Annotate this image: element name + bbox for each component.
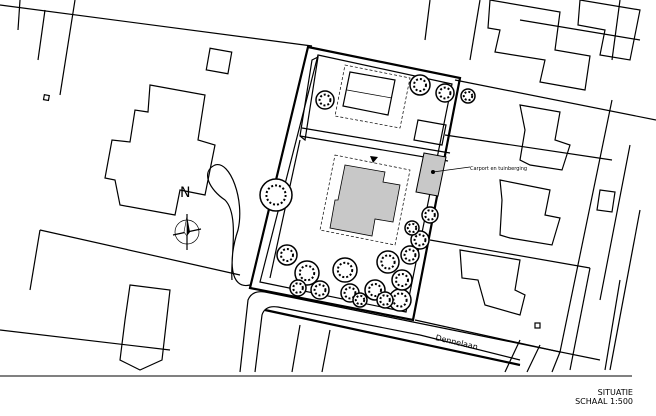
- tree-canopy: [292, 282, 304, 294]
- road-dennelaan: Dennelaan: [239, 291, 601, 373]
- tree-canopy: [354, 294, 366, 306]
- carport-annotation: Carport en tuinberging: [470, 166, 527, 172]
- tree-canopy: [462, 90, 474, 102]
- tree-canopy: [413, 78, 427, 92]
- tree-canopy: [403, 248, 417, 262]
- tree-canopy: [380, 254, 396, 270]
- tree-canopy: [318, 93, 332, 107]
- title-block: SITUATIE SCHAAL 1:500: [575, 388, 633, 406]
- tree-canopy: [368, 283, 382, 297]
- annotation-leader: [432, 166, 471, 173]
- tree-canopy: [336, 261, 354, 279]
- tree: [376, 250, 400, 274]
- main-building: [329, 164, 401, 237]
- tree-canopy: [265, 184, 287, 206]
- drawing-scale: SCHAAL 1:500: [575, 397, 633, 406]
- tree-canopy: [298, 264, 316, 282]
- tree: [409, 74, 431, 96]
- tree: [276, 244, 298, 266]
- tree-canopy: [406, 222, 418, 234]
- tree: [294, 260, 320, 286]
- north-label: N: [180, 185, 190, 201]
- tree: [259, 178, 293, 212]
- parcel-lines: [0, 0, 656, 373]
- drawing-title: SITUATIE: [597, 388, 633, 397]
- tree-canopy: [413, 233, 427, 247]
- tree-canopy: [343, 286, 357, 300]
- carport: [415, 152, 447, 197]
- tree-canopy: [379, 294, 391, 306]
- tree-canopy: [438, 86, 452, 100]
- tree-canopy: [313, 283, 327, 297]
- tree-canopy: [395, 273, 409, 287]
- tree: [332, 257, 358, 283]
- north-arrow-icon: [172, 214, 202, 250]
- trees: [259, 74, 476, 312]
- tree-canopy: [424, 209, 436, 221]
- tree-canopy: [280, 248, 294, 262]
- tree: [391, 269, 413, 291]
- entrance-marker: [370, 156, 378, 163]
- neighbour-buildings: [42, 0, 641, 371]
- driveway: [207, 164, 251, 287]
